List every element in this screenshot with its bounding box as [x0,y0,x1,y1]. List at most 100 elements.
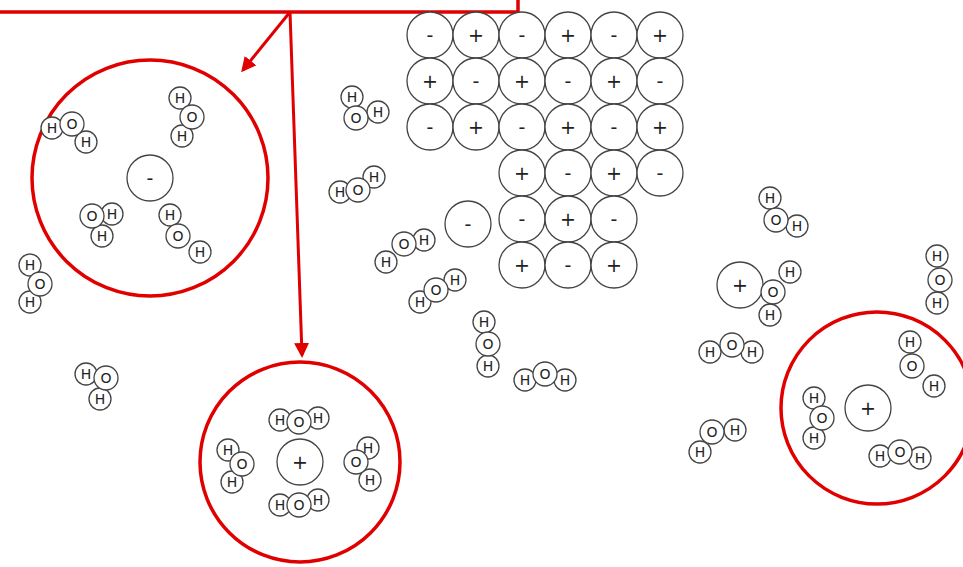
atom-symbol: H [107,207,118,221]
atom-symbol: H [165,208,176,222]
atom-symbol: H [932,249,943,263]
water-molecule: HOH [267,405,331,436]
atom-circle [761,280,785,304]
atom-symbol: H [915,451,926,465]
water-molecule: HOH [867,438,933,471]
atom-circle [41,117,63,139]
atom-symbol: O [706,425,717,439]
atom-symbol: O [934,273,945,287]
ion-ring [591,242,637,288]
atom-symbol: O [352,183,363,197]
ion-circle: + [543,194,593,244]
atom-circle [689,441,711,463]
atom-circle [473,311,495,333]
atom-symbol: H [415,295,426,309]
atom-circle [287,410,311,434]
callout-arrow [290,12,302,355]
water-molecule: HOH [471,309,502,379]
atom-circle [724,419,746,441]
ion-ring [545,196,591,242]
water-molecule: HOH [267,487,331,519]
atom-circle [928,268,952,292]
atom-symbol: H [175,91,186,105]
atom-symbol: H [765,191,776,205]
ion-ring [499,104,545,150]
atom-symbol: H [705,345,716,359]
atom-circle [75,363,97,385]
ion-charge: - [565,256,572,275]
atom-circle [28,272,52,296]
water-molecule: HOH [757,259,803,328]
atom-symbol: H [875,449,886,463]
atom-symbol: H [419,233,430,247]
atom-symbol: H [929,379,940,393]
atom-circle [899,331,921,353]
atom-symbol: O [539,367,550,381]
atom-symbol: H [25,295,36,309]
atom-circle [533,362,557,386]
ion-circle: + [543,102,593,152]
atom-circle [375,251,397,273]
water-molecule: HOH [73,361,120,412]
atom-symbol: H [347,90,358,104]
ion-charge: + [606,164,622,183]
atom-symbol: O [66,117,77,131]
atom-symbol: H [363,441,374,455]
atom-circle [900,354,924,378]
ion-circle: - [443,199,493,249]
ion-circle: + [715,260,765,310]
ion-ring [407,104,453,150]
ion-charge: - [147,169,154,188]
ion-circle: + [497,56,547,106]
ion-ring [591,12,637,58]
atom-symbol: H [227,475,238,489]
atom-circle [94,366,118,390]
ion-circle: + [635,10,685,60]
atom-symbol: O [906,359,917,373]
water-molecule: HOH [687,417,748,465]
ion-ring [453,104,499,150]
atom-circle [759,187,781,209]
atom-symbol: H [81,367,92,381]
ion-ring [407,12,453,58]
atom-symbol: H [369,170,380,184]
atom-symbol: H [335,185,346,199]
water-molecule: HOH [157,202,213,265]
ion-charge: - [519,118,526,137]
atom-symbol: H [95,392,106,406]
water-molecule: HOH [215,437,256,495]
atom-symbol: H [450,273,461,287]
ion-charge: + [560,118,576,137]
atom-symbol: O [350,455,361,469]
atom-circle [287,493,311,517]
atom-symbol: H [313,411,324,425]
ion-ring [499,150,545,196]
ion-circle: - [497,194,547,244]
water-molecule: HOH [78,201,125,249]
ion-charge: - [657,164,664,183]
ion-circle: + [275,437,325,487]
ion-ring [591,150,637,196]
ion-charge: - [565,72,572,91]
atom-circle [779,261,801,283]
ion-circle: + [635,102,685,152]
callout-arrow [243,12,290,70]
atom-symbol: H [905,335,916,349]
ion-circle: - [543,148,593,198]
atom-circle [476,332,500,356]
ion-circle: - [589,10,639,60]
ion-circle: + [543,10,593,60]
ion-charge: + [292,453,308,472]
atom-symbol: O [100,371,111,385]
ion-charge: - [473,72,480,91]
atom-circle [888,440,912,464]
ion-ring [453,12,499,58]
highlight-circle [781,312,963,504]
ion-ring [637,150,683,196]
ion-circle: + [497,148,547,198]
atom-symbol: O [482,337,493,351]
ion-ring [545,12,591,58]
ion-ring [499,242,545,288]
water-molecule: HOH [327,164,387,205]
